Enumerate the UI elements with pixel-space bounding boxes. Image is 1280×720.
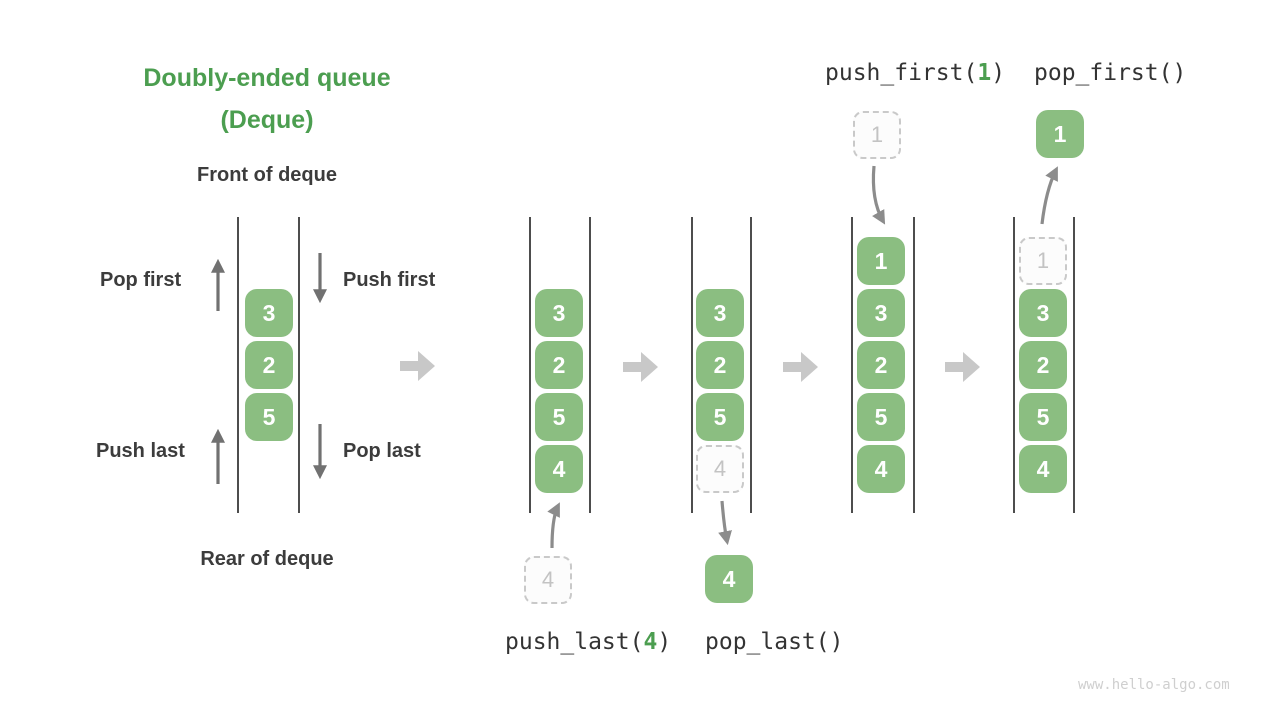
- stage-arrow-icon: [945, 352, 980, 382]
- push-last-side-label: Push last: [96, 440, 185, 462]
- deque-wall: [691, 217, 693, 513]
- deque-item: 3: [857, 289, 905, 337]
- deque-wall: [913, 217, 915, 513]
- deque-item: 2: [857, 341, 905, 389]
- deque-item: 4: [857, 445, 905, 493]
- op-arg: 4: [643, 629, 658, 655]
- op-arg: 1: [977, 60, 992, 86]
- pop-last-remove-arrow-icon: [718, 500, 732, 546]
- deque-wall: [589, 217, 591, 513]
- incoming-item-ghost: 1: [853, 111, 901, 159]
- deque-item: 5: [696, 393, 744, 441]
- pop-last-op-label: pop_last(): [705, 629, 844, 655]
- op-text: push_first(: [825, 60, 978, 86]
- deque-wall: [1013, 217, 1015, 513]
- push-first-op-label: push_first(1): [825, 60, 1005, 86]
- popped-item: 4: [705, 555, 753, 603]
- deque-item: 5: [535, 393, 583, 441]
- deque-item: 2: [1019, 341, 1067, 389]
- op-text: push_last(: [505, 629, 644, 655]
- push-first-insert-arrow-icon: [871, 165, 886, 225]
- title-line-1: Doubly-ended queue: [143, 64, 391, 92]
- push-last-op-label: push_last(4): [505, 629, 671, 655]
- op-text: ): [657, 629, 672, 655]
- deque-item: 2: [535, 341, 583, 389]
- push-first-side-label: Push first: [343, 269, 436, 291]
- front-of-deque-label: Front of deque: [197, 164, 337, 186]
- deque-wall: [529, 217, 531, 513]
- diagram-title: Doubly-ended queue (Deque): [117, 57, 417, 141]
- stage-arrow-icon: [623, 352, 658, 382]
- deque-wall: [750, 217, 752, 513]
- deque-wall: [851, 217, 853, 513]
- deque-item: 2: [245, 341, 293, 389]
- removed-slot-ghost: 4: [696, 445, 744, 493]
- op-text: ): [991, 60, 1006, 86]
- title-line-2: (Deque): [220, 106, 314, 134]
- pop-first-side-label: Pop first: [100, 269, 182, 291]
- pop-first-op-label: pop_first(): [1034, 60, 1187, 86]
- stage-arrow-icon: [400, 351, 435, 381]
- deque-item: 4: [1019, 445, 1067, 493]
- deque-item: 5: [857, 393, 905, 441]
- rear-of-deque-label: Rear of deque: [200, 548, 334, 570]
- watermark: www.hello-algo.com: [1078, 677, 1230, 693]
- incoming-item-ghost: 4: [524, 556, 572, 604]
- removed-slot-ghost: 1: [1019, 237, 1067, 285]
- deque-item: 4: [535, 445, 583, 493]
- stage-arrow-icon: [783, 352, 818, 382]
- deque-item: 5: [245, 393, 293, 441]
- deque-item: 3: [535, 289, 583, 337]
- deque-item: 2: [696, 341, 744, 389]
- push-last-insert-arrow-icon: [547, 502, 560, 549]
- popped-item: 1: [1036, 110, 1084, 158]
- deque-wall: [1073, 217, 1075, 513]
- deque-item: 5: [1019, 393, 1067, 441]
- deque-wall: [237, 217, 239, 513]
- deque-item: 3: [1019, 289, 1067, 337]
- pop-last-side-label: Pop last: [343, 440, 421, 462]
- pop-first-remove-arrow-icon: [1040, 166, 1058, 225]
- deque-wall: [298, 217, 300, 513]
- deque-item: 3: [696, 289, 744, 337]
- deque-item: 1: [857, 237, 905, 285]
- deque-item: 3: [245, 289, 293, 337]
